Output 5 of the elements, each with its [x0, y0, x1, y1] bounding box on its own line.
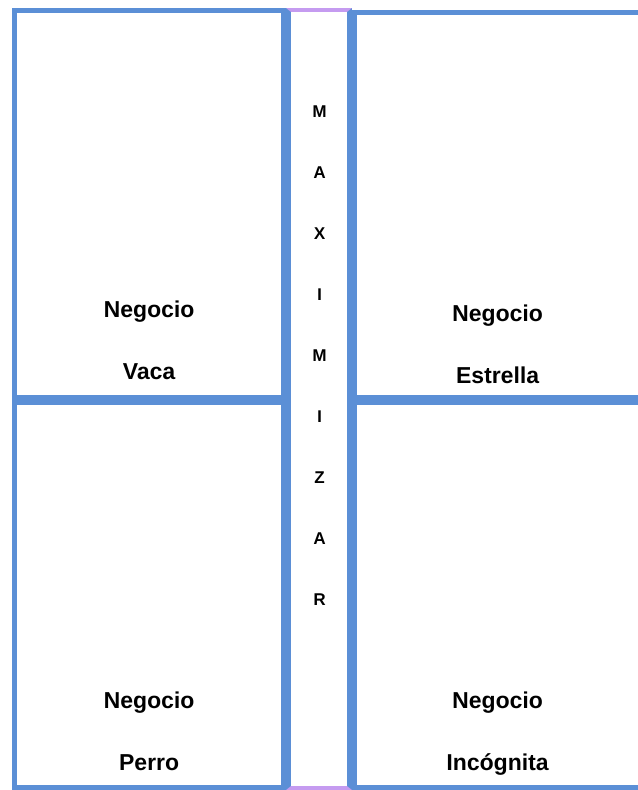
quadrant-label: Negocio Perro [102, 686, 196, 777]
quadrant-label: Negocio Vaca [102, 295, 196, 386]
quadrant-label: Negocio Estrella [451, 299, 544, 390]
vertical-label: MAXIMIZAR [309, 102, 329, 651]
quadrant-label: Negocio Incógnita [445, 686, 550, 777]
